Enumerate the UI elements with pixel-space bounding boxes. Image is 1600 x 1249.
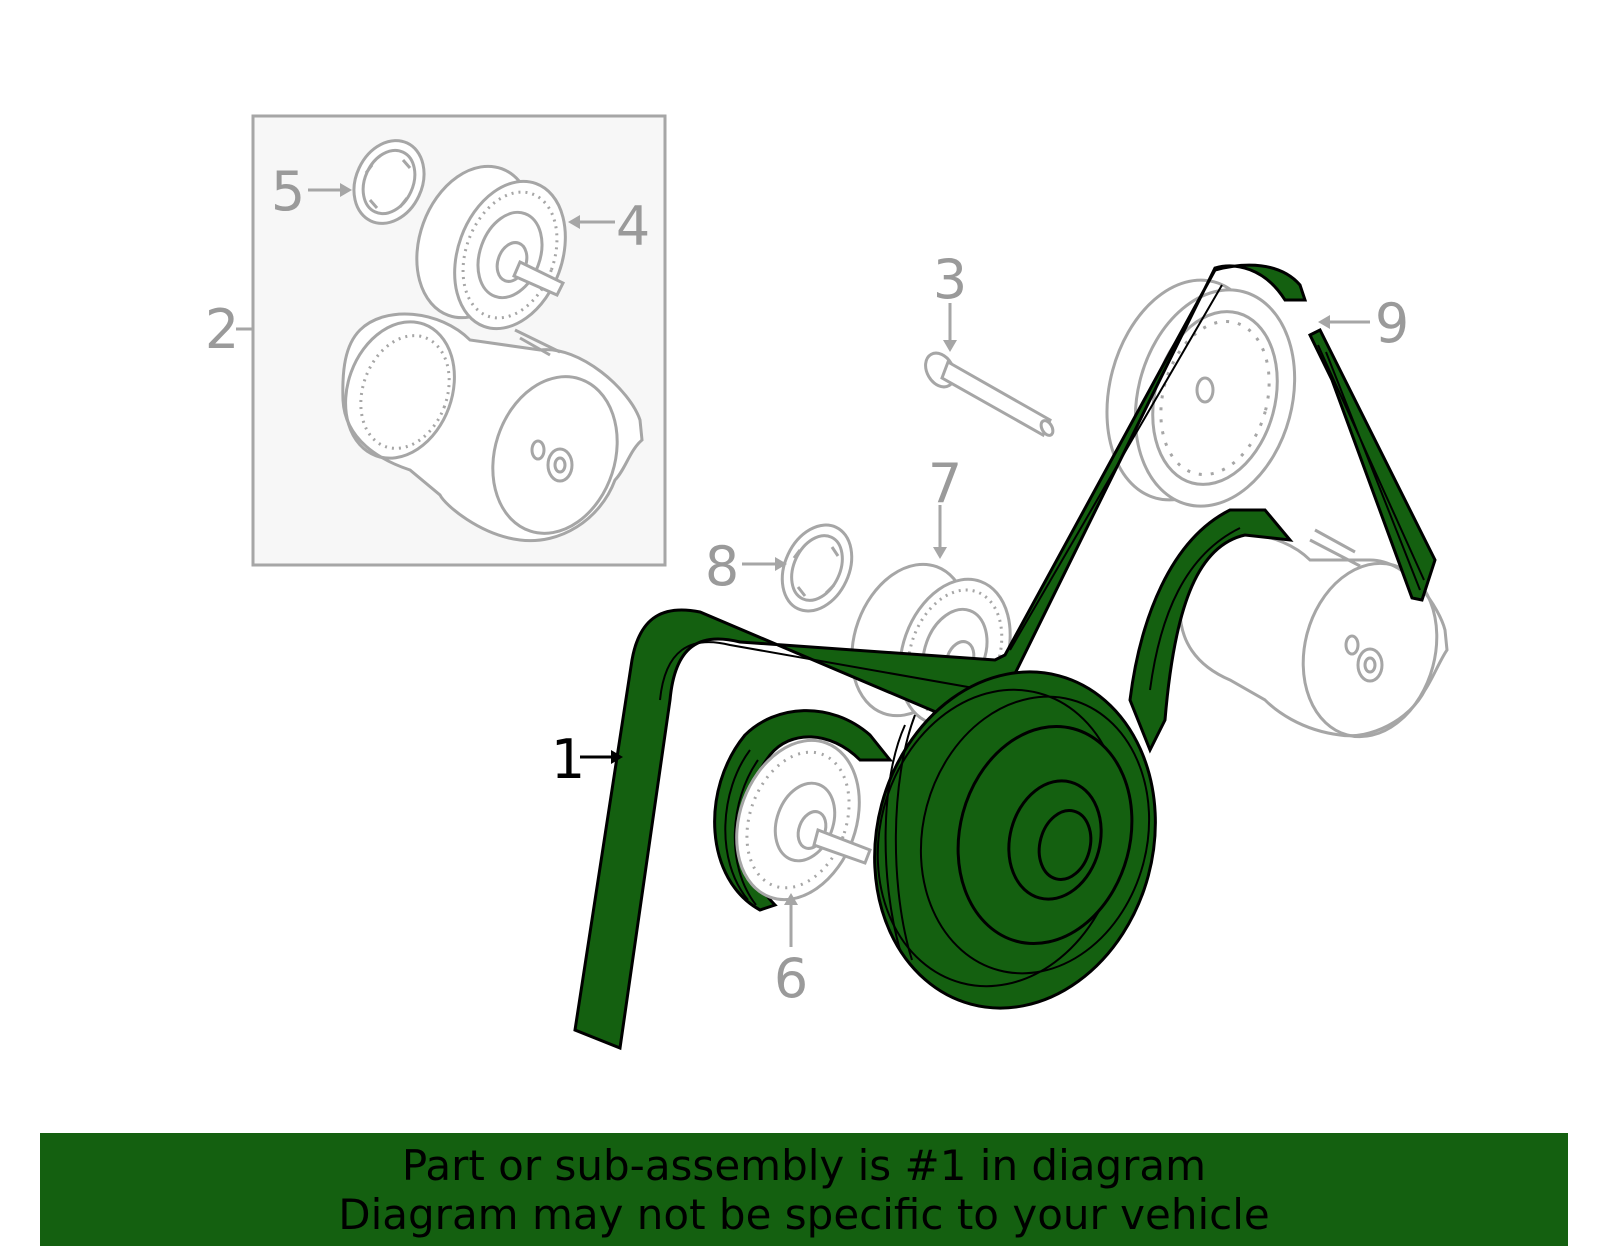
part-8-dust-cap[interactable] — [769, 514, 865, 623]
callout-4[interactable]: 4 — [616, 195, 650, 258]
callout-7[interactable]: 7 — [928, 452, 962, 515]
tensioner-body-right[interactable] — [1178, 528, 1456, 752]
callout-2[interactable]: 2 — [205, 298, 239, 361]
part-9-pump-pulley[interactable] — [1084, 262, 1318, 524]
info-banner: Part or sub-assembly is #1 in diagram Di… — [40, 1133, 1568, 1246]
part-1-serpentine-belt[interactable] — [573, 263, 1437, 1051]
banner-line-2: Diagram may not be specific to your vehi… — [338, 1189, 1270, 1239]
tensioner-body-inset[interactable] — [327, 306, 644, 549]
callout-6[interactable]: 6 — [774, 947, 808, 1010]
callout-5[interactable]: 5 — [271, 160, 305, 223]
callout-1[interactable]: 1 — [551, 728, 585, 791]
part-3-bolt[interactable] — [920, 348, 1056, 438]
banner-line-1: Part or sub-assembly is #1 in diagram — [401, 1140, 1207, 1190]
callout-8[interactable]: 8 — [705, 535, 739, 598]
callout-3[interactable]: 3 — [933, 248, 967, 311]
leader-1 — [580, 750, 623, 764]
leader-arrowheads — [340, 183, 1330, 905]
tensioner-assembly-inset — [251, 114, 667, 567]
part-6-idler-pulley[interactable] — [715, 723, 880, 917]
banner-background — [40, 1133, 1568, 1246]
part-5-dust-cap[interactable] — [341, 129, 437, 235]
part-4-idler-pulley[interactable] — [397, 150, 585, 344]
leader-lines — [236, 188, 1370, 947]
callout-9[interactable]: 9 — [1375, 292, 1409, 355]
